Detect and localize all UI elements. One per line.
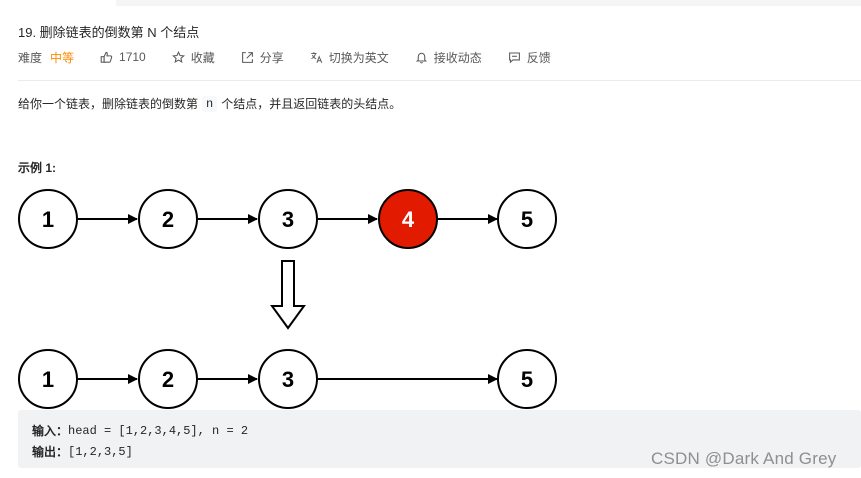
- notify-label: 接收动态: [433, 50, 482, 65]
- input-label: 输入：: [32, 425, 69, 439]
- share-icon: [241, 51, 253, 63]
- notify-button[interactable]: 接收动态: [415, 49, 482, 66]
- node-before-5: 5: [497, 189, 557, 249]
- node-after-1: 1: [18, 349, 78, 409]
- bell-icon: [415, 52, 427, 63]
- node-before-5-label: 5: [521, 207, 533, 232]
- example-title: 示例 1:: [18, 161, 57, 175]
- output-label: 输出：: [32, 446, 69, 460]
- node-before-2: 2: [138, 189, 198, 249]
- share-label: 分享: [259, 50, 284, 65]
- problem-meta-bar: 难度 中等 1710 收藏 分享: [18, 48, 577, 66]
- like-button[interactable]: 1710: [100, 50, 146, 64]
- description-code-n: n: [202, 96, 218, 112]
- feedback-label: 反馈: [526, 50, 551, 65]
- problem-title: 19. 删除链表的倒数第 N 个结点: [18, 25, 200, 40]
- translate-label: 切换为英文: [328, 50, 389, 65]
- translate-button[interactable]: 切换为英文: [310, 49, 389, 66]
- favorite-label: 收藏: [190, 50, 215, 65]
- example-io-box: [18, 410, 861, 468]
- node-before-4-removed: 4: [378, 189, 438, 249]
- header-divider: [18, 80, 861, 81]
- problem-description: 给你一个链表，删除链表的倒数第 n 个结点，并且返回链表的头结点。: [18, 96, 401, 112]
- favorite-button[interactable]: 收藏: [171, 49, 215, 66]
- csdn-watermark: CSDN @Dark And Grey: [651, 449, 837, 468]
- difficulty-value: 中等: [50, 50, 75, 65]
- description-text-2: 个结点，并且返回链表的头结点。: [221, 97, 402, 111]
- example-output-line: 输出： [1,2,3,5]: [32, 443, 133, 461]
- node-before-1: 1: [18, 189, 78, 249]
- node-before-2-label: 2: [162, 207, 174, 232]
- feedback-icon: [508, 52, 520, 63]
- node-before-1-label: 1: [42, 207, 54, 232]
- like-count: 1710: [119, 50, 146, 64]
- description-text-1: 给你一个链表，删除链表的倒数第: [18, 97, 199, 111]
- transform-down-arrow: [270, 260, 306, 330]
- node-after-3: 3: [258, 349, 318, 409]
- feedback-button[interactable]: 反馈: [508, 49, 551, 66]
- star-icon: [171, 50, 185, 63]
- thumbs-up-icon: [100, 51, 113, 63]
- difficulty-label: 难度: [18, 50, 43, 65]
- node-after-3-label: 3: [282, 367, 294, 392]
- input-value: head = [1,2,3,4,5], n = 2: [68, 423, 249, 438]
- node-after-5: 5: [497, 349, 557, 409]
- example-input-line: 输入： head = [1,2,3,4,5], n = 2: [32, 422, 249, 440]
- node-before-4-label: 4: [402, 207, 415, 232]
- node-after-2-label: 2: [162, 367, 174, 392]
- share-button[interactable]: 分享: [241, 49, 284, 66]
- node-after-2: 2: [138, 349, 198, 409]
- node-before-3-label: 3: [282, 207, 294, 232]
- top-bar: [116, 0, 861, 6]
- node-before-3: 3: [258, 189, 318, 249]
- difficulty: 难度 中等: [18, 49, 74, 66]
- node-after-1-label: 1: [42, 367, 54, 392]
- output-value: [1,2,3,5]: [68, 444, 133, 459]
- node-after-5-label: 5: [521, 367, 533, 392]
- translate-icon: [310, 51, 322, 63]
